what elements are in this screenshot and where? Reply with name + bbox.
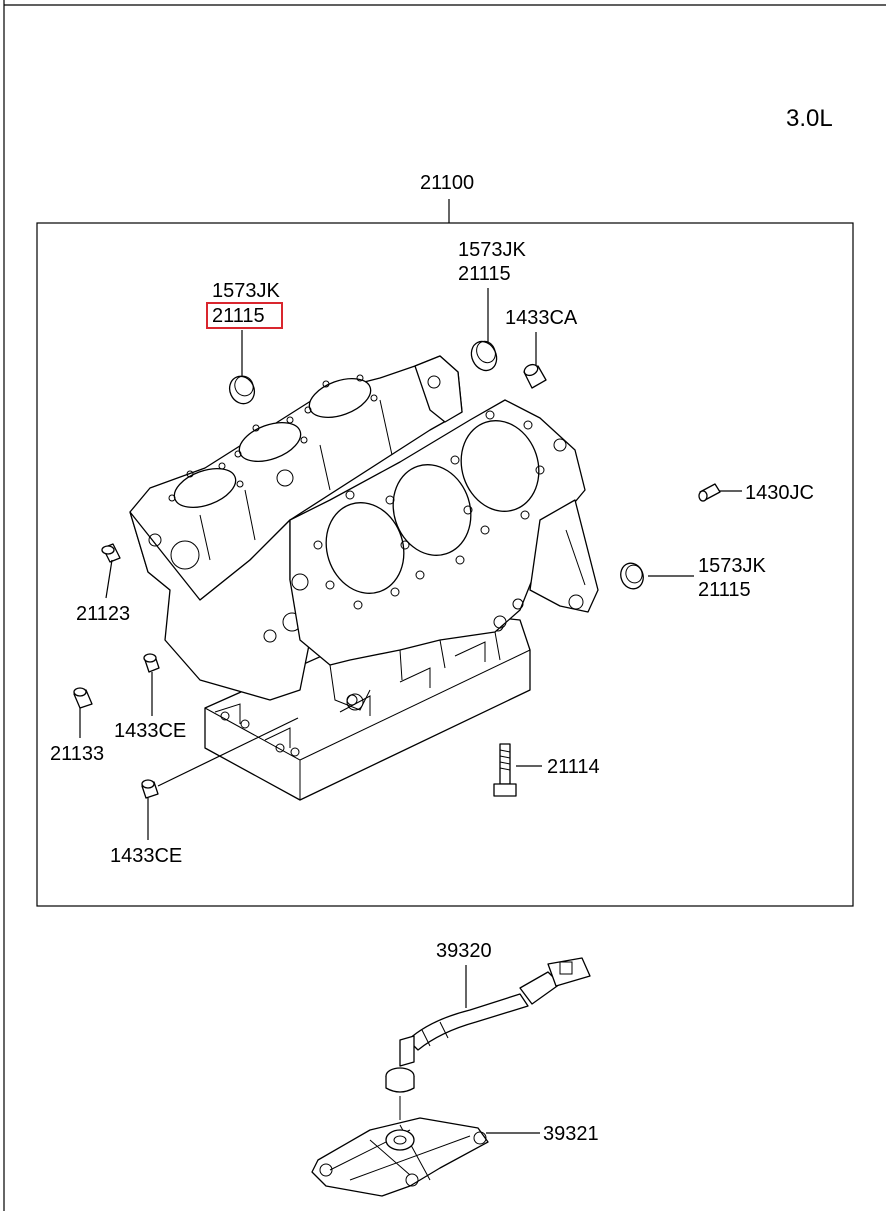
drain-plug-icon [101, 543, 121, 563]
plug-left-callout[interactable]: 1573JK 21115 [206, 280, 283, 408]
pin-icon [698, 483, 721, 502]
plug-left-part-21115: 21115 [212, 305, 265, 327]
part-21133: 21133 [50, 743, 104, 765]
part-1433ca: 1433CA [505, 307, 578, 329]
plug-right-part-1573jk: 1573JK [698, 555, 766, 577]
plug-mid-part-1573jk: 1573JK [458, 239, 526, 261]
bracket-callout[interactable]: 39321 [311, 1117, 599, 1197]
bolt-21114-callout[interactable]: 21114 [493, 743, 600, 797]
freeze-plug-icon [228, 375, 256, 405]
freeze-plug-icon [470, 340, 498, 372]
bolt-icon [493, 743, 517, 797]
part-39321: 39321 [543, 1123, 599, 1145]
pin-1433ce-upper-callout[interactable]: 1433CE [114, 653, 186, 742]
plug-21123-callout[interactable]: 21123 [76, 543, 130, 625]
plug-mid-callout[interactable]: 1573JK 21115 [458, 239, 526, 375]
part-1430jc: 1430JC [745, 482, 814, 504]
bolt-1433ca-callout[interactable]: 1433CA [505, 307, 578, 389]
dowel-pin-icon [141, 779, 159, 799]
part-1433ce-upper: 1433CE [114, 720, 186, 742]
part-21123: 21123 [76, 603, 130, 625]
assembly-box [36, 222, 854, 907]
part-21114: 21114 [547, 756, 600, 778]
assembly-number[interactable]: 21100 [420, 172, 474, 194]
highlight-box [206, 302, 283, 329]
plug-left-part-1573jk: 1573JK [212, 280, 280, 302]
plug-right-part-21115: 21115 [698, 579, 751, 601]
tapered-plug-icon [73, 687, 93, 709]
page-frame [3, 0, 886, 1211]
pin-1430jc-callout[interactable]: 1430JC [698, 482, 814, 504]
dowel-icon [523, 363, 547, 389]
knock-sensor-icon [385, 957, 591, 1120]
plug-21133-callout[interactable]: 21133 [50, 687, 104, 765]
plug-mid-part-21115: 21115 [458, 263, 511, 285]
part-39320: 39320 [436, 940, 492, 962]
freeze-plug-icon [620, 562, 644, 590]
bracket-icon [311, 1117, 489, 1197]
dowel-pin-icon [143, 653, 160, 673]
plug-right-callout[interactable]: 1573JK 21115 [617, 555, 766, 601]
part-1433ce-lower: 1433CE [110, 845, 182, 867]
knock-sensor-callout[interactable]: 39320 [385, 940, 591, 1120]
engine-block-illustration [129, 355, 599, 801]
pin-1433ce-lower-callout[interactable]: 1433CE [110, 717, 299, 867]
engine-label: 3.0L [786, 105, 833, 132]
